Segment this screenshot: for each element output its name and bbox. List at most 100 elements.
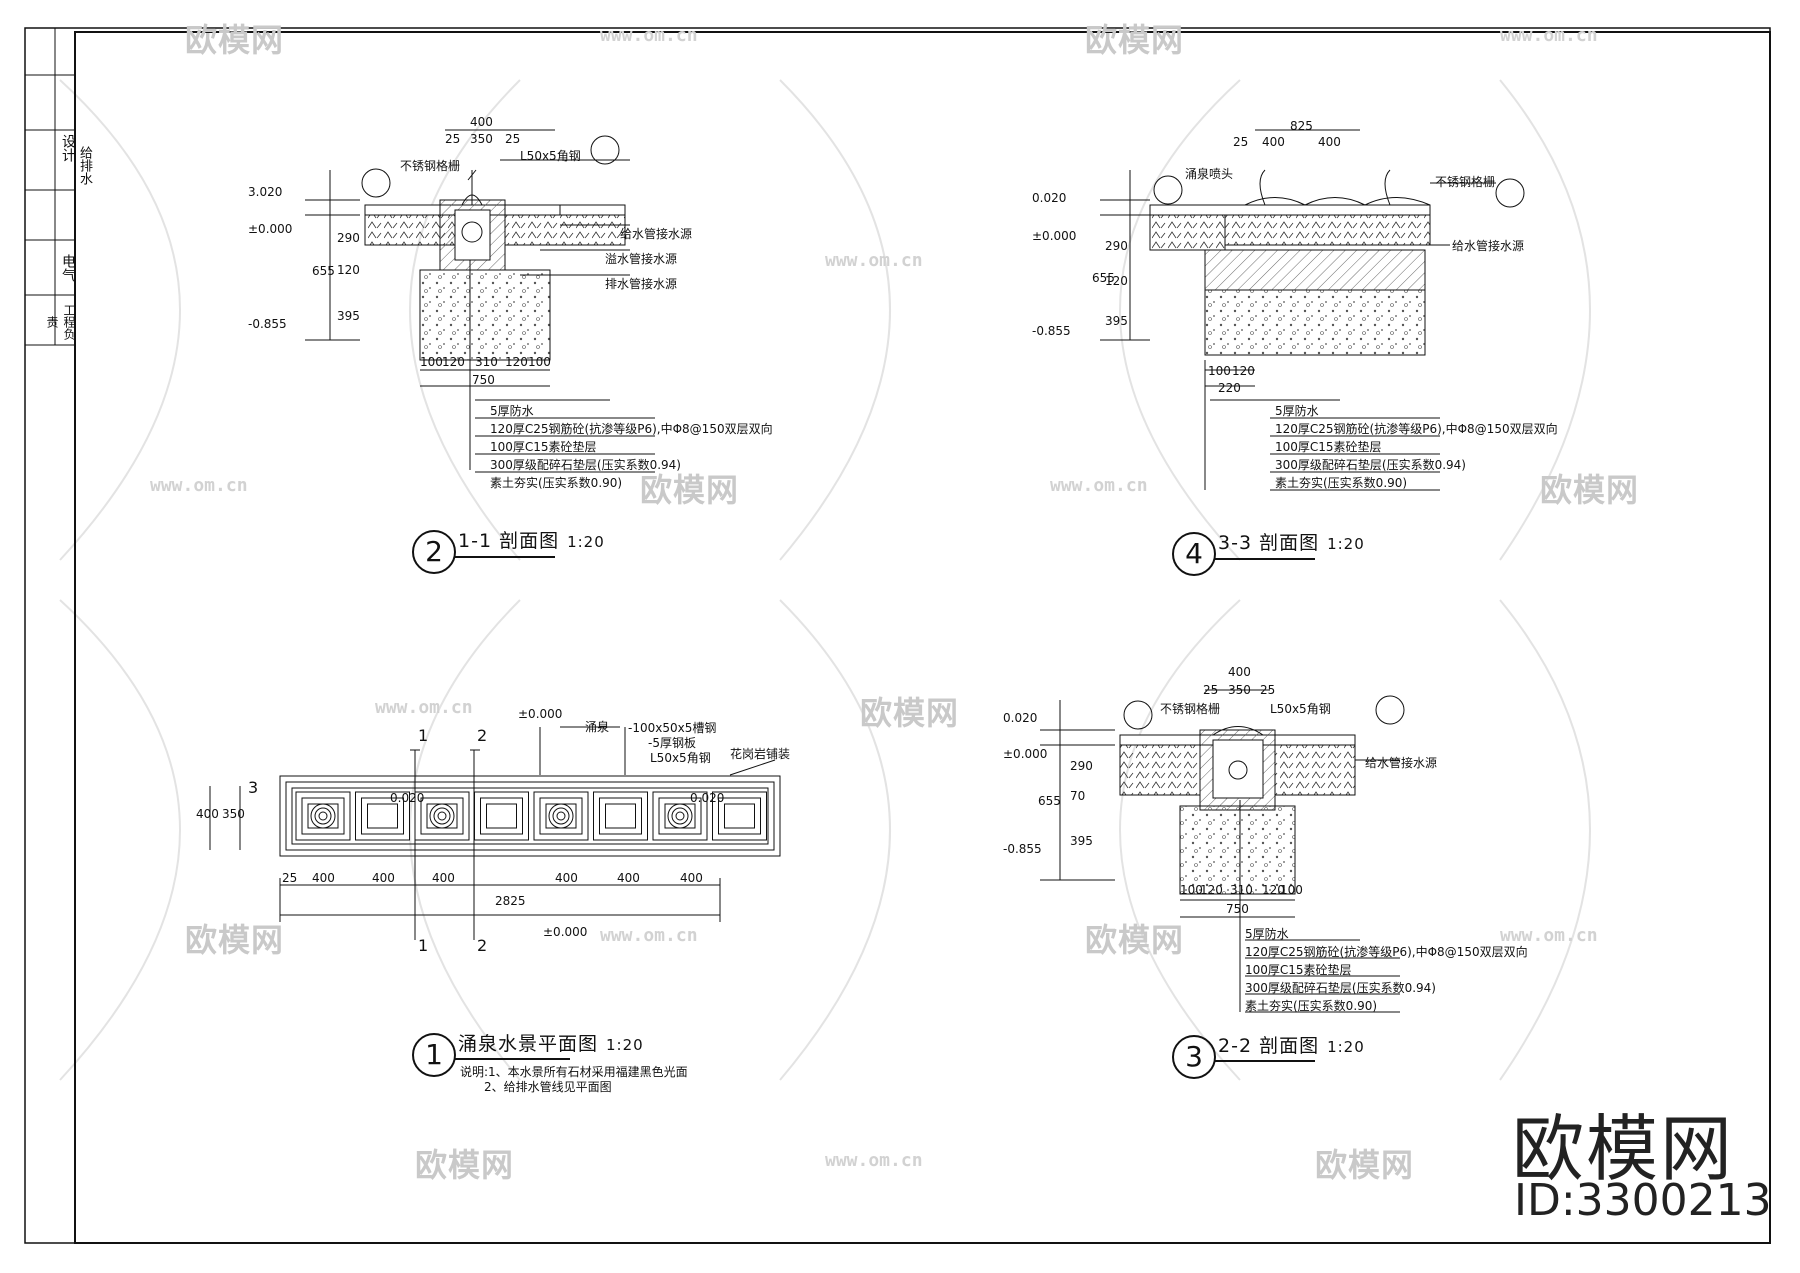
callout-label: 不锈钢格栅 bbox=[1160, 702, 1221, 716]
level: 3.020 bbox=[248, 185, 283, 199]
level: -0.855 bbox=[1003, 842, 1042, 856]
dim: 350 bbox=[1228, 683, 1251, 697]
layer-note: 300厚级配碎石垫层(压实系数0.94) bbox=[490, 458, 681, 472]
layer-note: 5厚防水 bbox=[1275, 404, 1319, 418]
callout-label: 排水管接水源 bbox=[605, 277, 678, 291]
level: -0.855 bbox=[248, 317, 287, 331]
title-underline bbox=[1215, 1060, 1315, 1062]
watermark-url: www.om.cn bbox=[150, 475, 248, 496]
dim: 350 bbox=[222, 807, 245, 821]
view-number-circle: 1 bbox=[412, 1033, 456, 1077]
dim: 750 bbox=[472, 373, 495, 387]
view-number-circle: 2 bbox=[412, 530, 456, 574]
dim: 400 bbox=[1318, 135, 1341, 149]
dim: 25 bbox=[445, 132, 461, 146]
watermark-url: www.om.cn bbox=[1050, 475, 1148, 496]
sheet-inner-border bbox=[74, 31, 1771, 1244]
watermark-url: www.om.cn bbox=[1500, 925, 1598, 946]
view-title-section-2-2: 2-2 剖面图 1:20 bbox=[1218, 1037, 1365, 1056]
dim: 350 bbox=[470, 132, 493, 146]
watermark-text: 欧模网 bbox=[185, 21, 285, 59]
plan-note-line-2: 2、给排水管线见平面图 bbox=[484, 1080, 612, 1094]
view-scale: 1:20 bbox=[606, 1036, 644, 1054]
view-scale: 1:20 bbox=[1327, 535, 1365, 553]
layer-note: 5厚防水 bbox=[1245, 927, 1289, 941]
watermark-text: 欧模网 bbox=[185, 921, 285, 959]
dim: 400 bbox=[617, 871, 640, 885]
watermark-url: www.om.cn bbox=[375, 697, 473, 718]
watermark-url: www.om.cn bbox=[825, 250, 923, 271]
plan-cell bbox=[712, 791, 767, 841]
callout-label: 花岗岩铺装 bbox=[730, 747, 791, 761]
dim: 655 bbox=[312, 264, 335, 278]
callout-label: L50x5角钢 bbox=[650, 751, 711, 765]
watermark-text: 欧模网 bbox=[640, 471, 740, 509]
dim: 395 bbox=[337, 309, 360, 323]
plan-note-line-1: 说明:1、本水景所有石材采用福建黑色光面 bbox=[460, 1065, 688, 1079]
view-number-circle: 3 bbox=[1172, 1035, 1216, 1079]
dim: 655 bbox=[1038, 794, 1061, 808]
view-title-text: 2-2 剖面图 bbox=[1218, 1035, 1320, 1057]
title-block-cell-4: 工程负责 bbox=[45, 304, 76, 340]
dim: 290 bbox=[337, 231, 360, 245]
section-mark: 2 bbox=[477, 726, 488, 745]
dim: 25 bbox=[1203, 683, 1219, 697]
callout-label: 给水管接水源 bbox=[620, 227, 693, 241]
dim: 2825 bbox=[495, 894, 526, 908]
plan-cell bbox=[652, 791, 708, 841]
title-block-cell-2: 给排水 bbox=[77, 145, 92, 185]
section-mark: 1 bbox=[418, 726, 429, 745]
dim: 120 bbox=[337, 263, 360, 277]
layer-note: 300厚级配碎石垫层(压实系数0.94) bbox=[1275, 458, 1466, 472]
section-mark: 3 bbox=[248, 778, 259, 797]
callout-label: -5厚钢板 bbox=[648, 736, 696, 750]
dim: 100 bbox=[1280, 883, 1303, 897]
dim: 290 bbox=[1105, 239, 1128, 253]
plan-cell bbox=[414, 791, 470, 841]
dim: 120 bbox=[505, 355, 528, 369]
view-title-text: 1-1 剖面图 bbox=[458, 530, 560, 552]
watermark-url: www.om.cn bbox=[600, 25, 698, 46]
title-block-cell-1: 设计 bbox=[60, 134, 76, 162]
layer-note: 120厚C25钢筋砼(抗渗等级P6),中Φ8@150双层双向 bbox=[1275, 422, 1558, 436]
layer-note: 300厚级配碎石垫层(压实系数0.94) bbox=[1245, 981, 1436, 995]
level: -0.855 bbox=[1032, 324, 1071, 338]
layer-note: 素土夯实(压实系数0.90) bbox=[490, 476, 623, 490]
dim: 290 bbox=[1070, 759, 1093, 773]
callout-label: 给水管接水源 bbox=[1365, 756, 1438, 770]
title-block bbox=[25, 28, 75, 346]
dim: 100 bbox=[420, 355, 443, 369]
level: 0.020 bbox=[1032, 191, 1067, 205]
dim: 400 bbox=[196, 807, 219, 821]
title-underline bbox=[455, 1058, 570, 1060]
sheet-outer-border bbox=[24, 27, 1771, 1244]
watermark-text: 欧模网 bbox=[860, 694, 960, 732]
callout-label: 溢水管接水源 bbox=[605, 252, 678, 266]
watermark-text: 欧模网 bbox=[1540, 471, 1640, 509]
dim: 310 bbox=[475, 355, 498, 369]
section-2-2-drawing bbox=[1040, 689, 1405, 1013]
dim: 400 bbox=[470, 115, 493, 129]
dim: 400 bbox=[1262, 135, 1285, 149]
dim: 70 bbox=[1070, 789, 1086, 803]
view-scale: 1:20 bbox=[1327, 1038, 1365, 1056]
watermark-text: 欧模网 bbox=[1315, 1146, 1415, 1184]
layer-note: 素土夯实(压实系数0.90) bbox=[1245, 999, 1378, 1013]
plan-cell bbox=[533, 791, 589, 841]
section-3-3-drawing bbox=[1100, 129, 1525, 491]
level: ±0.000 bbox=[248, 222, 293, 236]
brand-logo-text: 欧模网 bbox=[1512, 1107, 1735, 1191]
view-title-text: 涌泉水景平面图 bbox=[458, 1033, 599, 1055]
dim: 25 bbox=[1260, 683, 1276, 697]
layer-note: 100厚C15素砼垫层 bbox=[490, 440, 597, 454]
view-title-plan: 涌泉水景平面图 1:20 bbox=[458, 1035, 644, 1054]
dim: 100 bbox=[528, 355, 551, 369]
dim: 400 bbox=[555, 871, 578, 885]
level: 0.020 bbox=[690, 791, 725, 805]
plan-drawing bbox=[279, 775, 781, 857]
view-title-text: 3-3 剖面图 bbox=[1218, 532, 1320, 554]
layer-note: 素土夯实(压实系数0.90) bbox=[1275, 476, 1408, 490]
watermark-url: www.om.cn bbox=[600, 925, 698, 946]
level: ±0.000 bbox=[518, 707, 563, 721]
